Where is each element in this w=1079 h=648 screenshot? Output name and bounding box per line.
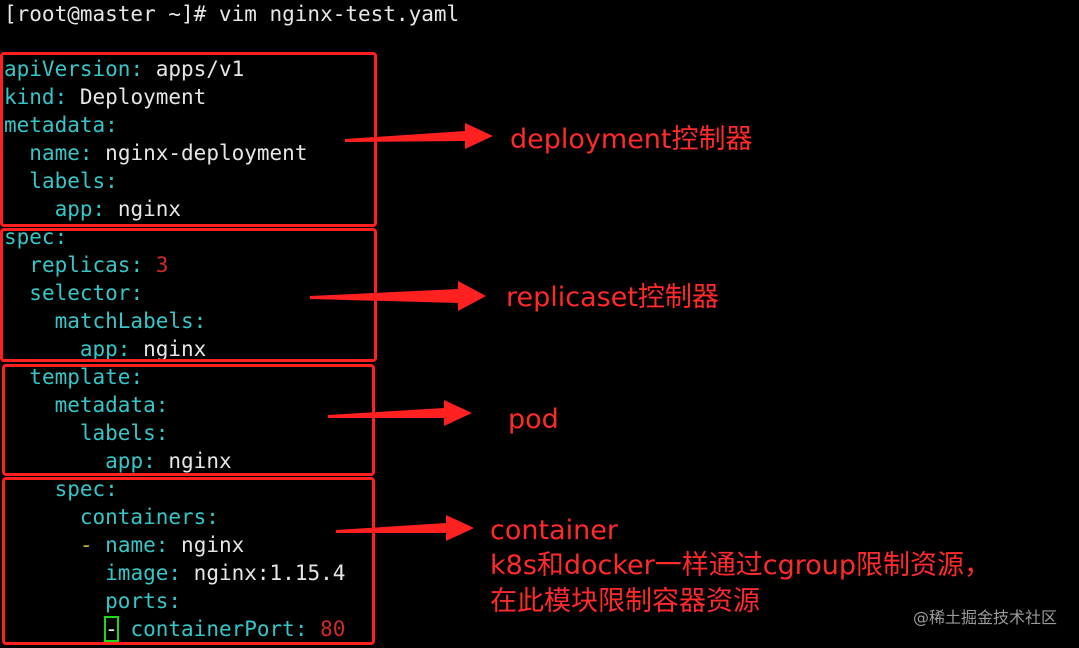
arrow-container (336, 515, 474, 541)
yaml-line-template-metadata: metadata: (54, 393, 169, 417)
yaml-key: spec (54, 477, 106, 501)
yaml-line-containers: containers: (79, 505, 219, 529)
yaml-line-template: template: (29, 365, 144, 389)
yaml-line-template-labels-app: app: nginx (105, 449, 232, 473)
yaml-line-metadata-name: name: nginx-deployment (29, 141, 308, 165)
yaml-line-container-image: image: nginx:1.15.4 (105, 561, 346, 585)
yaml-key: app (105, 449, 144, 473)
yaml-line-pod-spec: spec: (54, 477, 118, 501)
watermark: @稀土掘金技术社区 (912, 608, 1057, 627)
yaml-key: kind (4, 85, 55, 109)
yaml-key: labels (79, 421, 156, 445)
yaml-line-ports: ports: (105, 589, 182, 613)
yaml-line-matchlabels-app: app: nginx (79, 337, 207, 361)
yaml-value: nginx:1.15.4 (193, 561, 346, 585)
yaml-line-kind: kind: Deployment (4, 85, 207, 109)
container-box (2, 477, 375, 645)
yaml-line-container-name: - name: nginx (79, 533, 245, 557)
yaml-value: apps/v1 (155, 57, 245, 81)
yaml-key: metadata (4, 113, 106, 137)
yaml-value: nginx-deployment (105, 141, 308, 165)
yaml-value: Deployment (79, 85, 207, 109)
yaml-key: app (54, 197, 93, 221)
yaml-line-metadata-labels-app: app: nginx (54, 197, 182, 221)
yaml-number-value: 80 (320, 617, 346, 641)
text-cursor[interactable]: - (104, 616, 119, 642)
command-line: [root@master ~]# vim nginx-test.yaml (4, 2, 460, 26)
yaml-list-dash: - (79, 533, 93, 557)
container-note-line2: 在此模块限制容器资源 (490, 586, 760, 617)
yaml-line-selector: selector: (29, 281, 144, 305)
yaml-key: name (29, 141, 80, 165)
yaml-key: matchLabels (54, 309, 194, 333)
yaml-key: metadata (54, 393, 156, 417)
yaml-value: nginx (117, 197, 182, 221)
yaml-key: selector (29, 281, 131, 305)
yaml-line-replicas: replicas: 3 (29, 253, 169, 277)
yaml-key: name (105, 533, 156, 557)
yaml-key: apiVersion (4, 57, 131, 81)
yaml-line-metadata: metadata: (4, 113, 118, 137)
yaml-value: nginx (143, 337, 207, 361)
yaml-key: app (79, 337, 118, 361)
arrow-deployment (345, 123, 493, 149)
deployment-label: deployment控制器 (510, 124, 753, 155)
arrow-pod (328, 400, 472, 426)
yaml-key: template (29, 365, 131, 389)
yaml-line-template-labels: labels: (79, 421, 169, 445)
yaml-line-metadata-labels: labels: (29, 169, 118, 193)
yaml-key: image (105, 561, 169, 585)
container-label: container (490, 515, 618, 546)
yaml-key: containers (79, 505, 207, 529)
container-note-line1: k8s和docker一样通过cgroup限制资源， (490, 550, 992, 581)
arrow-replicaset (310, 281, 486, 311)
replicaset-label: replicaset控制器 (506, 282, 719, 313)
pod-label: pod (508, 404, 559, 435)
pod-box (2, 364, 375, 476)
yaml-key: replicas (29, 253, 131, 277)
yaml-number-value: 3 (155, 253, 169, 277)
yaml-line-apiversion: apiVersion: apps/v1 (4, 57, 245, 81)
yaml-value: nginx (168, 449, 232, 473)
yaml-key: containerPort (130, 617, 295, 641)
yaml-value: nginx (181, 533, 245, 557)
yaml-key: ports (105, 589, 169, 613)
yaml-line-matchlabels: matchLabels: (54, 309, 207, 333)
yaml-key: labels (29, 169, 106, 193)
yaml-line-container-port: - containerPort: 80 (104, 616, 346, 642)
